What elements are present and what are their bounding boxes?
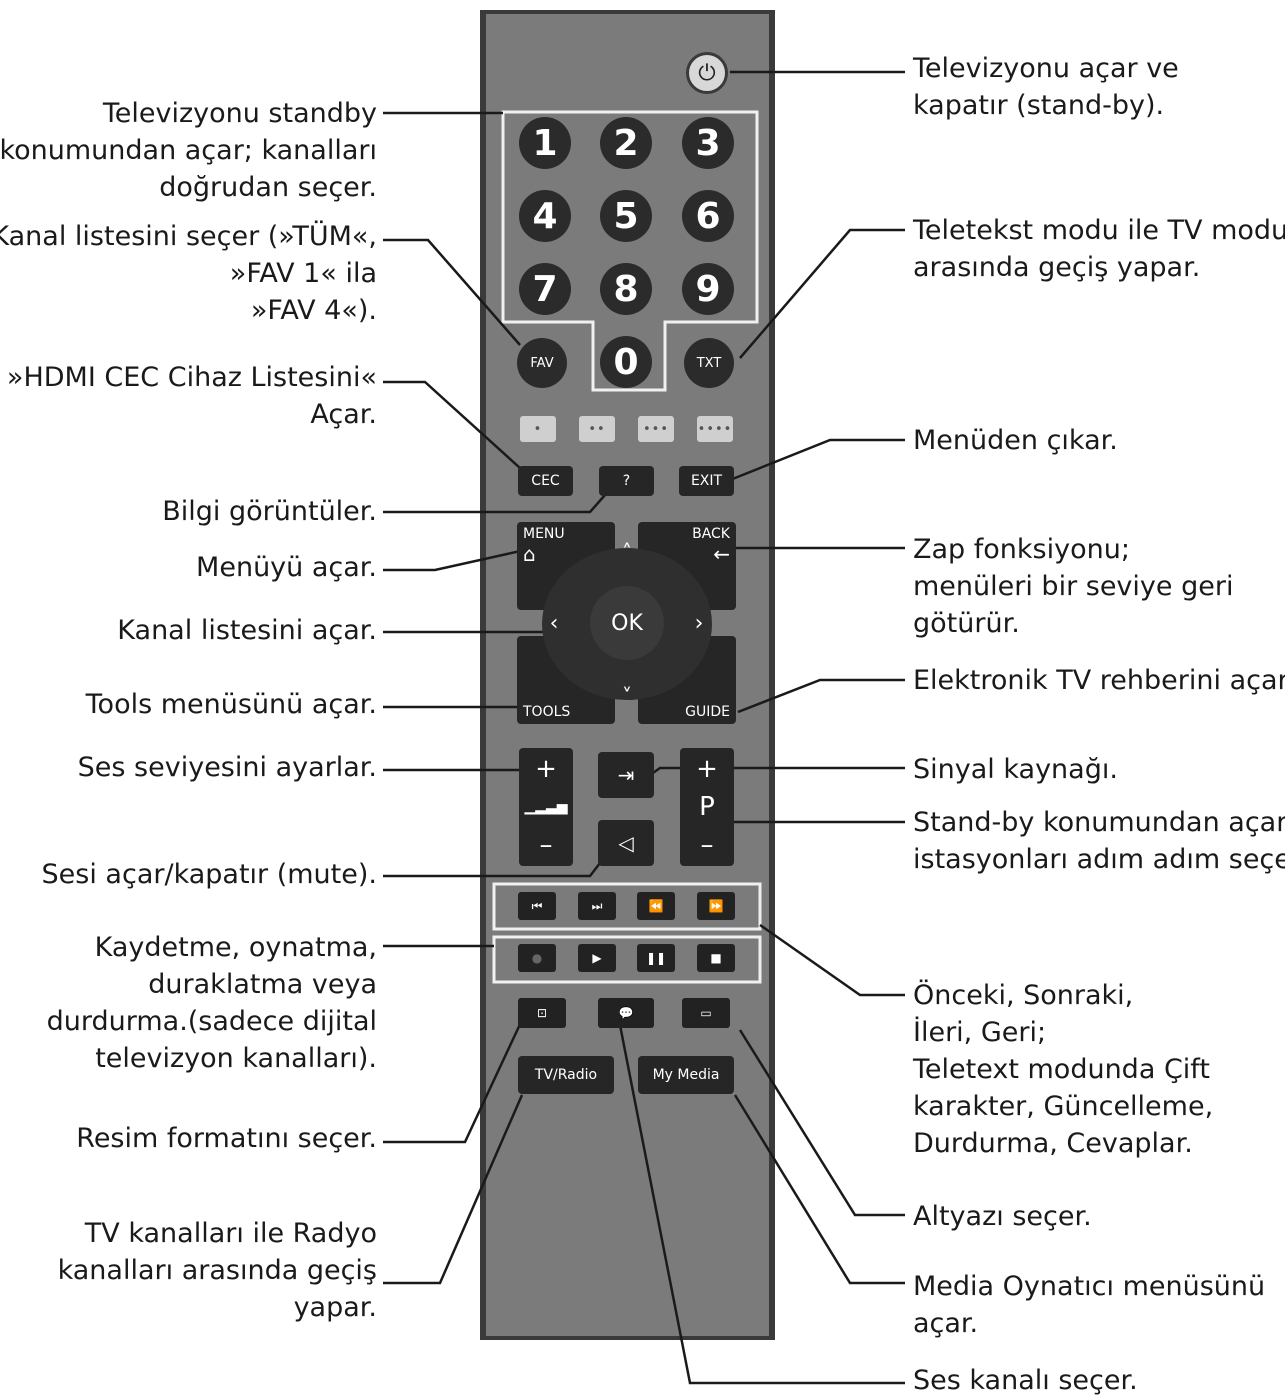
label-power: Televizyonu açar ve kapatır (stand-by).	[913, 53, 1179, 121]
skip-back-icon: ⏮	[531, 898, 543, 913]
fav-button[interactable]: FAV	[517, 338, 567, 388]
nav-left-icon[interactable]: ‹	[549, 610, 559, 636]
source-button[interactable]: ⇥	[598, 752, 654, 798]
digit-2-button[interactable]: 2	[600, 117, 652, 169]
digit-8-button[interactable]: 8	[600, 263, 652, 315]
nav-down-icon[interactable]: ˅	[622, 684, 632, 708]
label-menu: Menüyü açar.	[196, 552, 377, 583]
digit-5-button[interactable]: 5	[600, 190, 652, 242]
aspect-ratio-icon: ⊡	[536, 1006, 548, 1020]
label-program: Stand-by konumundan açar; istasyonları a…	[913, 807, 1285, 875]
source-icon: ⇥	[617, 763, 635, 787]
audio-channel-button[interactable]: 💬	[598, 998, 654, 1028]
volume-bars-icon: ▁▂▃▅	[524, 799, 568, 815]
color-button-4[interactable]: ••••	[697, 416, 733, 442]
play-icon: ▶	[592, 951, 602, 965]
subtitle-icon: ▭	[700, 1006, 712, 1020]
stop-icon: ■	[710, 951, 722, 965]
label-info: Bilgi görüntüler.	[162, 496, 377, 527]
mute-icon: ◁	[618, 831, 634, 855]
digit-6-button[interactable]: 6	[682, 190, 734, 242]
previous-button[interactable]: ⏮	[518, 892, 556, 920]
program-down-label: –	[700, 830, 714, 860]
cec-button[interactable]: CEC	[518, 466, 573, 496]
volume-rocker[interactable]: + ▁▂▃▅ –	[519, 748, 573, 866]
back-arrow-icon: ←	[713, 542, 730, 566]
color-button-1[interactable]: •	[520, 416, 556, 442]
label-media: Media Oynatıcı menüsünü açar.	[913, 1271, 1266, 1339]
menu-label: MENU	[523, 526, 565, 542]
volume-down-label: –	[539, 830, 553, 860]
mute-button[interactable]: ◁	[598, 820, 654, 866]
info-button[interactable]: ?	[599, 466, 654, 496]
label-record: Kaydetme, oynatma, duraklatma veya durdu…	[46, 932, 377, 1074]
tools-label: TOOLS	[523, 704, 571, 720]
digit-0-button[interactable]: 0	[600, 336, 652, 388]
digit-4-button[interactable]: 4	[519, 190, 571, 242]
label-mute: Sesi açar/kapatır (mute).	[41, 859, 377, 890]
back-label: BACK	[692, 526, 730, 542]
program-up-label: +	[696, 754, 718, 784]
nav-up-icon[interactable]: ˄	[622, 540, 632, 564]
label-back: Zap fonksiyonu; menüleri bir seviye geri…	[913, 534, 1234, 639]
program-rocker[interactable]: + P –	[680, 748, 734, 866]
digit-1-button[interactable]: 1	[519, 117, 571, 169]
rewind-icon: ⏪	[648, 899, 664, 913]
tv-radio-button[interactable]: TV/Radio	[518, 1056, 614, 1094]
label-guide: Elektronik TV rehberini açar	[913, 665, 1285, 696]
label-exit: Menüden çıkar.	[913, 425, 1118, 456]
digit-3-button[interactable]: 3	[682, 117, 734, 169]
fast-forward-button[interactable]: ⏩	[697, 892, 735, 920]
label-standby: Televizyonu standby konumundan açar; kan…	[0, 98, 377, 203]
label-cec: »HDMI CEC Cihaz Listesini« Açar.	[6, 362, 377, 430]
play-button[interactable]: ▶	[578, 944, 616, 972]
ok-button[interactable]: OK	[590, 586, 664, 660]
label-source: Sinyal kaynağı.	[913, 754, 1118, 785]
pause-icon: ❚❚	[645, 951, 667, 965]
fast-forward-icon: ⏩	[708, 899, 724, 913]
skip-forward-icon: ⏭	[591, 898, 603, 913]
guide-label: GUIDE	[685, 704, 730, 720]
exit-button[interactable]: EXIT	[679, 466, 734, 496]
label-tvradio: TV kanalları ile Radyo kanalları arasınd…	[57, 1218, 377, 1323]
home-icon: ⌂	[523, 542, 536, 566]
stop-button[interactable]: ■	[697, 944, 735, 972]
digit-9-button[interactable]: 9	[682, 263, 734, 315]
volume-up-label: +	[535, 754, 557, 784]
program-label: P	[699, 792, 715, 822]
label-format: Resim formatını seçer.	[76, 1123, 377, 1154]
label-tools: Tools menüsünü açar.	[85, 689, 377, 720]
label-volume: Ses seviyesini ayarlar.	[77, 752, 377, 783]
color-button-3[interactable]: •••	[638, 416, 674, 442]
txt-button[interactable]: TXT	[684, 338, 734, 388]
audio-language-icon: 💬	[618, 1006, 634, 1020]
digit-7-button[interactable]: 7	[519, 263, 571, 315]
rewind-button[interactable]: ⏪	[637, 892, 675, 920]
my-media-button[interactable]: My Media	[638, 1056, 734, 1094]
power-icon: ⏻	[698, 60, 716, 86]
label-audio: Ses kanalı seçer.	[913, 1365, 1138, 1396]
record-icon: ●	[531, 951, 543, 965]
picture-format-button[interactable]: ⊡	[518, 998, 566, 1028]
subtitle-button[interactable]: ▭	[682, 998, 730, 1028]
nav-right-icon[interactable]: ›	[694, 610, 704, 636]
label-txt: Teletekst modu ile TV modu arasında geçi…	[913, 215, 1285, 283]
next-button[interactable]: ⏭	[578, 892, 616, 920]
label-fav: Kanal listesini seçer (»TÜM«, »FAV 1« il…	[0, 221, 377, 326]
power-button[interactable]: ⏻	[686, 52, 728, 94]
color-button-2[interactable]: ••	[579, 416, 615, 442]
label-ok: Kanal listesini açar.	[117, 615, 377, 646]
label-subtitle: Altyazı seçer.	[913, 1201, 1092, 1232]
label-playback: Önceki, Sonraki, İleri, Geri; Teletext m…	[913, 980, 1214, 1159]
pause-button[interactable]: ❚❚	[637, 944, 675, 972]
record-button[interactable]: ●	[518, 944, 556, 972]
